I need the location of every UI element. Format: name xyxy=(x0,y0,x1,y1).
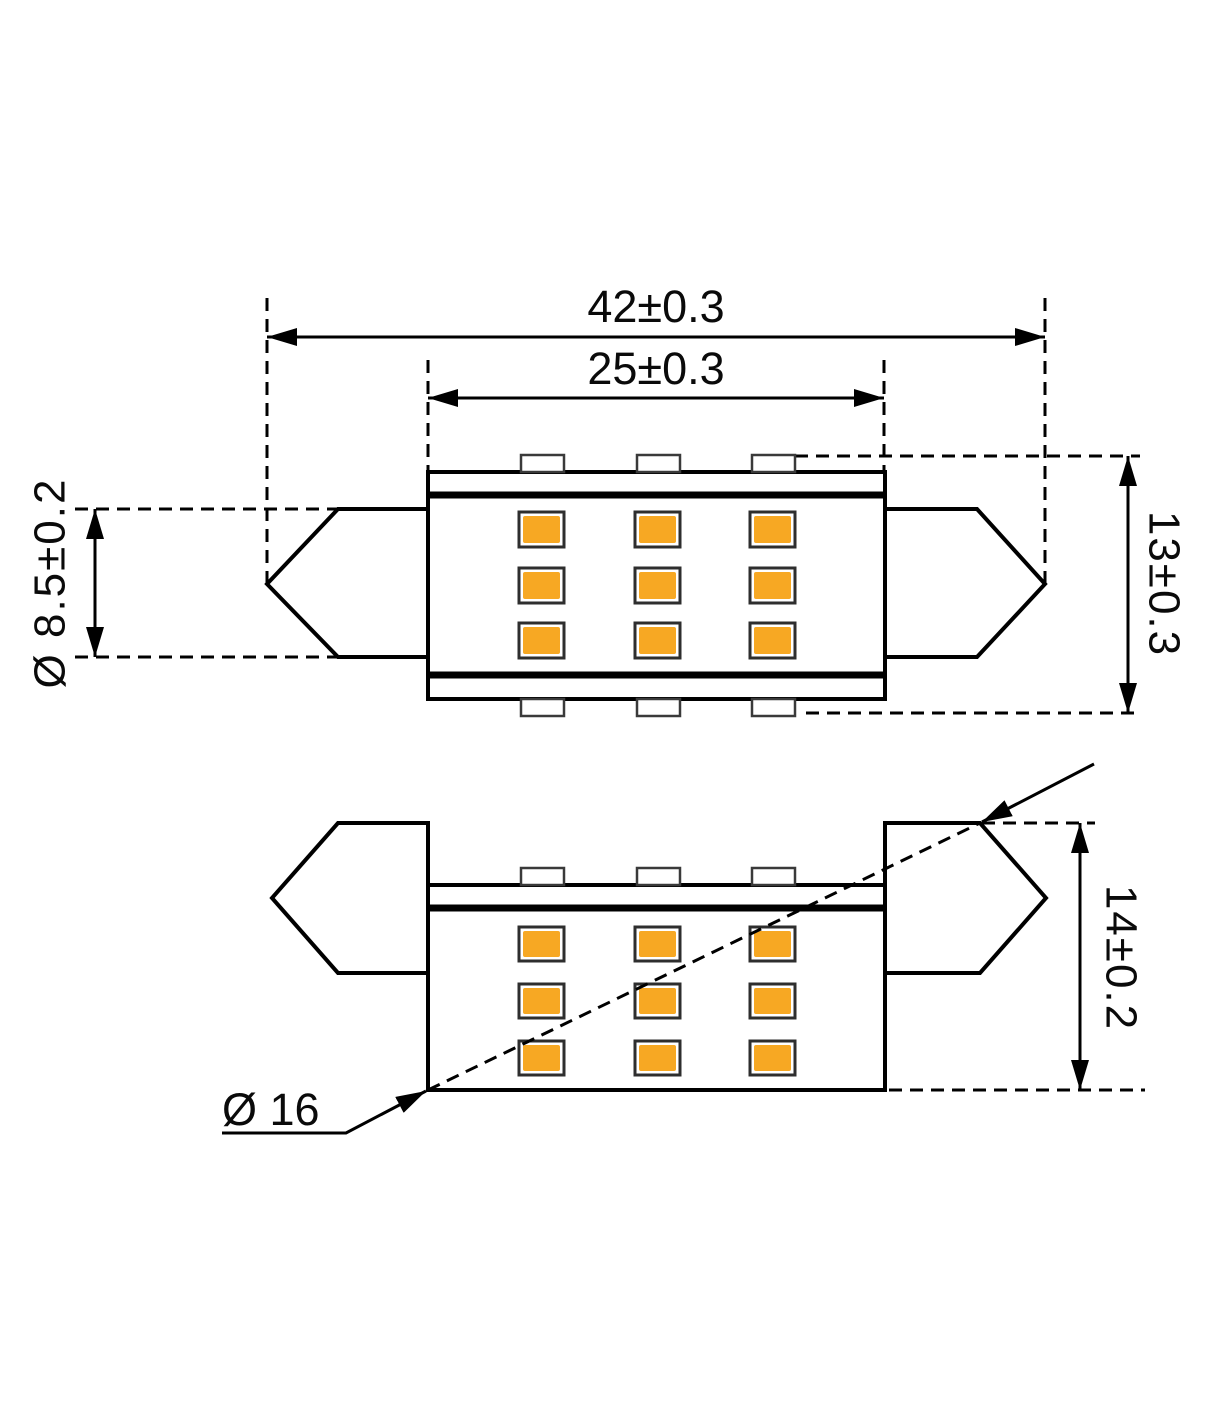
side-view: Ø 16 14±0.2 xyxy=(222,762,1146,1135)
end-cap-left xyxy=(264,507,430,659)
leader-arrow-diameter-label xyxy=(222,1089,427,1135)
led-chip xyxy=(748,566,797,605)
solder-tab xyxy=(750,697,797,718)
leader-arrow-top-right xyxy=(981,762,1095,824)
led-chip xyxy=(633,1039,682,1077)
end-cap-left xyxy=(269,821,430,975)
dimension-board-length-label: 25±0.3 xyxy=(587,343,724,394)
solder-tab xyxy=(519,697,566,718)
led-chip xyxy=(517,982,566,1020)
led-chip xyxy=(517,510,566,549)
circumscribed-diameter-label: Ø 16 xyxy=(222,1084,320,1135)
end-cap-right xyxy=(883,821,1049,975)
top-view: 42±0.3 25±0.3 Ø 8.5±0.2 13±0.3 xyxy=(26,281,1189,718)
dimension-cap-diameter-label: Ø 8.5±0.2 xyxy=(26,478,75,689)
dimension-body-height-label: 13±0.3 xyxy=(1140,511,1189,657)
led-chip xyxy=(748,982,797,1020)
dimension-overall-length-label: 42±0.3 xyxy=(587,281,724,332)
solder-tab xyxy=(635,866,682,887)
led-chip xyxy=(748,621,797,660)
led-chip xyxy=(633,982,682,1020)
led-chip xyxy=(517,925,566,963)
led-chip xyxy=(748,925,797,963)
solder-tab xyxy=(519,453,566,474)
led-chip xyxy=(517,1039,566,1077)
solder-tab xyxy=(750,453,797,474)
led-chip xyxy=(633,566,682,605)
led-chip xyxy=(633,510,682,549)
circumscribed-diameter-line xyxy=(427,821,981,1092)
solder-tab xyxy=(750,866,797,887)
led-chip xyxy=(517,621,566,660)
led-chip xyxy=(517,566,566,605)
led-chip xyxy=(633,925,682,963)
solder-tab xyxy=(635,697,682,718)
led-chip xyxy=(748,510,797,549)
dimension-overall-height-label: 14±0.2 xyxy=(1097,885,1146,1031)
end-cap-right xyxy=(883,507,1048,659)
solder-tab xyxy=(519,866,566,887)
led-chip xyxy=(748,1039,797,1077)
led-chip xyxy=(633,621,682,660)
solder-tab xyxy=(635,453,682,474)
